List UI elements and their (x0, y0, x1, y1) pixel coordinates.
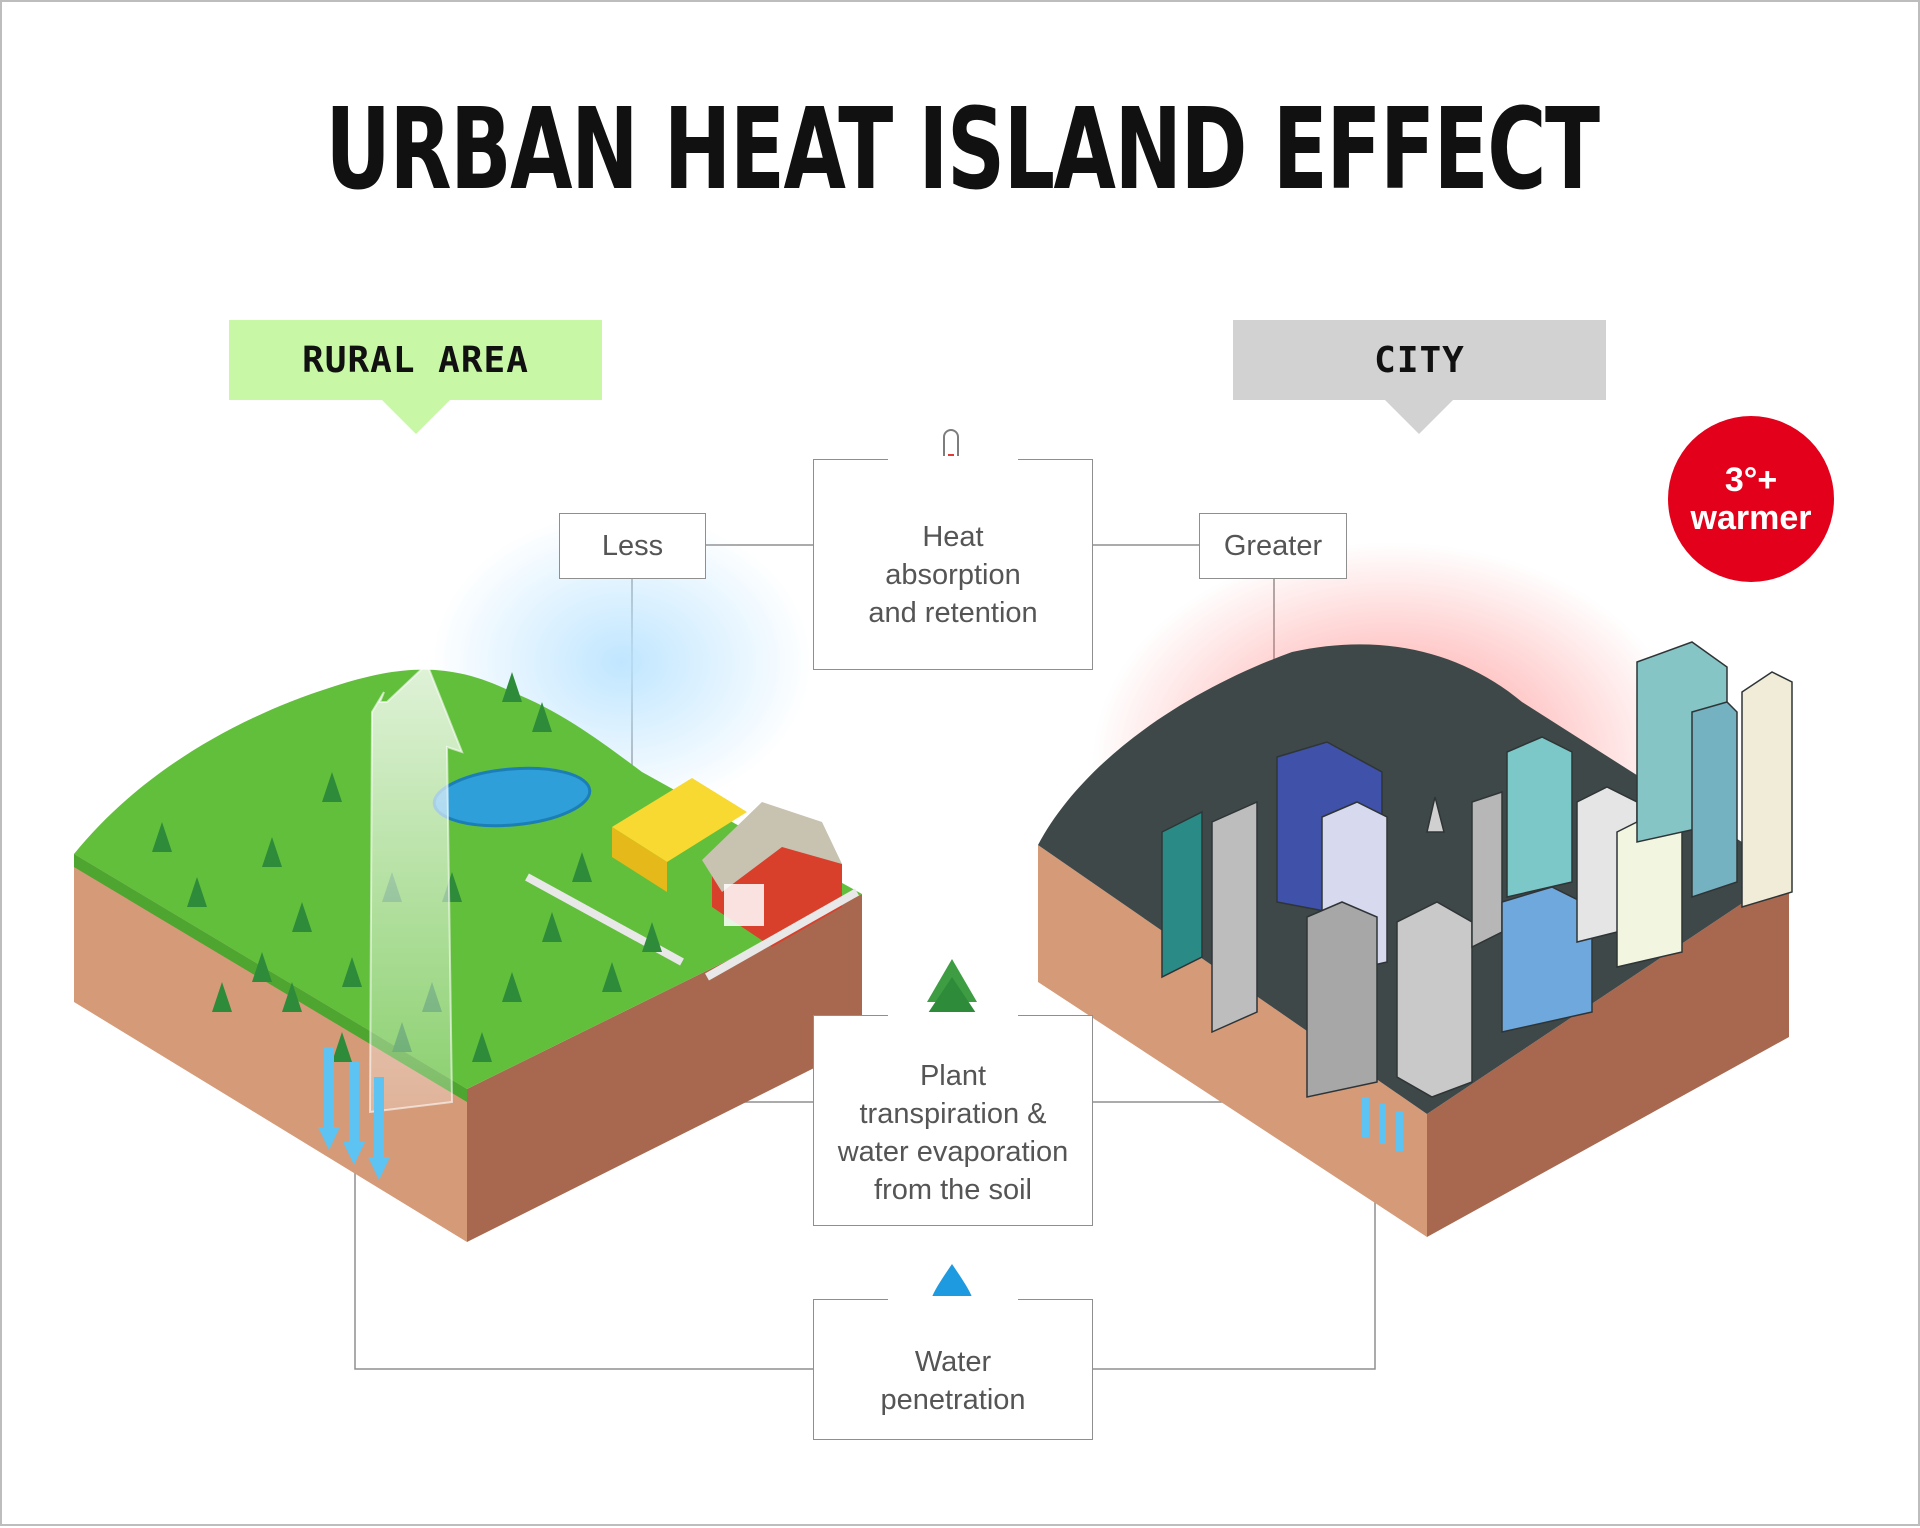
water-box-icon-notch (888, 1296, 1018, 1302)
city-heat-value: Greater (1223, 530, 1323, 562)
rural-area-label: RURAL AREA (302, 339, 529, 381)
warmer-badge: 3°+ warmer (1668, 416, 1834, 582)
transpiration-box-icon-notch (888, 1012, 1018, 1018)
rural-banner-pointer (382, 400, 450, 434)
transpiration-label-line: transpiration & (859, 1097, 1047, 1130)
heat-label-line: Heat (922, 520, 984, 553)
water-label-line: penetration (880, 1383, 1026, 1416)
water-label-line: Water (914, 1345, 992, 1378)
rural-island-illustration (74, 512, 862, 1242)
transpiration-label-line: from the soil (874, 1173, 1032, 1206)
city-banner-pointer (1385, 400, 1453, 434)
rural-area-banner: RURAL AREA (229, 320, 602, 400)
city-island-illustration (1038, 542, 1793, 1237)
city-heat-value-box: Greater (1199, 513, 1347, 579)
heat-label-line: absorption (885, 558, 1021, 591)
city-banner: CITY (1233, 320, 1606, 400)
heat-label-line: and retention (868, 596, 1038, 629)
city-label: CITY (1374, 339, 1465, 381)
water-penetration-box: Water penetration (813, 1299, 1093, 1440)
page-title: URBAN HEAT ISLAND EFFECT (325, 85, 1600, 215)
plant-transpiration-box: Plant transpiration & water evaporation … (813, 1015, 1093, 1226)
rural-heat-value-box: Less (559, 513, 706, 579)
badge-degrees: 3°+ (1724, 461, 1778, 499)
badge-warmer: warmer (1690, 499, 1812, 537)
transpiration-label-line: water evaporation (837, 1135, 1069, 1168)
rural-heat-value: Less (601, 530, 664, 562)
transpiration-label-line: Plant (919, 1059, 987, 1092)
heat-box-icon-notch (888, 456, 1018, 462)
heat-absorption-box: Heat absorption and retention (813, 459, 1093, 670)
